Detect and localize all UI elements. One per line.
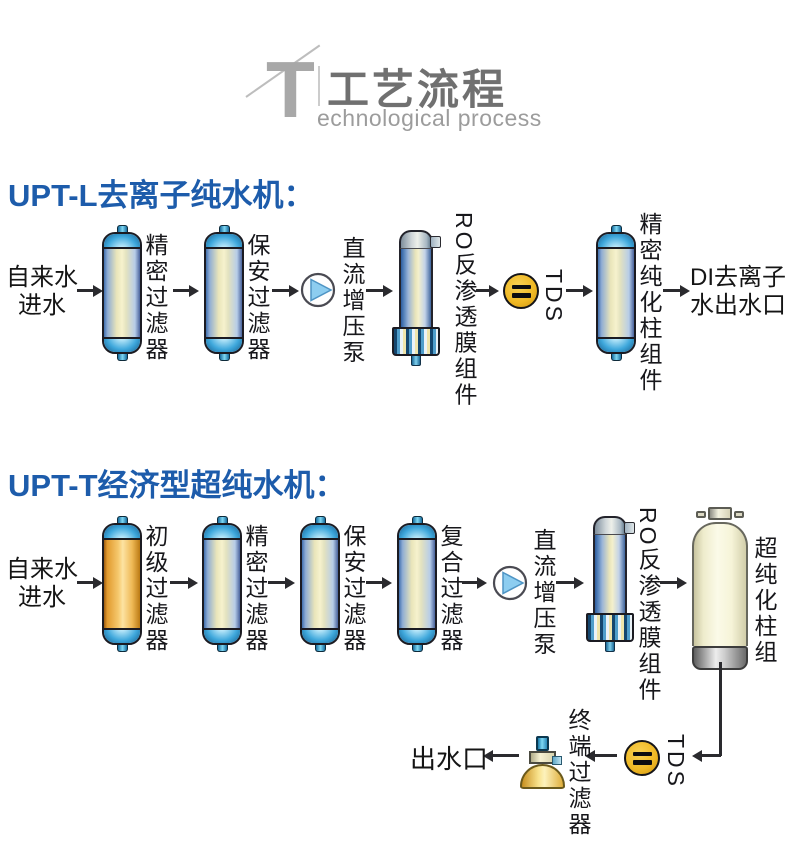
flow-arrow [595,754,617,757]
flow-arrow [268,581,285,584]
precision-filter-icon [102,225,142,361]
purifier-tank-icon [692,505,748,670]
tds-meter-icon [503,273,539,309]
tds-label: TDS [663,734,689,789]
composite-filter-icon [397,516,437,652]
flow-arrow [170,581,188,584]
connector-line [719,662,722,756]
flow2-output-label: 出水口 [409,744,488,774]
flow2-title: UPT-T经济型超纯水机： [8,468,346,503]
ro-membrane-label: RO反渗透膜组件 [451,212,477,409]
flow-arrow [272,289,289,292]
primary-filter-icon [102,516,142,652]
purifier-tank-label: 超纯化柱组 [751,536,777,666]
purifier-column-label: 精密纯化柱组件 [636,212,662,394]
flow-arrow [702,754,721,757]
flow-arrow [462,581,477,584]
ro-membrane-icon [586,516,635,652]
header-initial-letter: T [266,45,315,134]
tds-meter-icon [624,740,660,776]
flow-arrow [77,289,93,292]
precision-filter-label: 精密过滤器 [242,524,268,654]
flow-arrow [566,289,583,292]
page-subtitle: echnological process [317,105,542,131]
pump-icon [492,565,528,601]
flow-arrow [173,289,189,292]
precision-filter-icon [202,516,242,652]
tds-label: TDS [541,269,567,324]
composite-filter-label: 复合过滤器 [437,524,463,654]
primary-filter-label: 初级过滤器 [142,524,168,654]
purifier-column-icon [596,225,636,361]
flow-arrow [493,754,519,757]
terminal-filter-icon [520,736,565,789]
ro-membrane-label: RO反渗透膜组件 [635,507,661,704]
pump-label: 直流增压泵 [339,236,365,366]
security-filter-icon [300,516,340,652]
pump-label: 直流增压泵 [530,528,556,658]
flow2-input-label: 自来水 进水 [6,556,78,612]
flow1-output-label: DI去离子 水出水口 [690,264,786,320]
flow-arrow [556,581,574,584]
page-title: 工艺流程 [327,66,508,113]
flow-arrow [660,581,677,584]
pump-icon [300,272,336,308]
flow1-title: UPT-L去离子纯水机： [8,178,315,213]
header-divider-line [318,66,320,106]
flow-arrow [476,289,489,292]
flow-arrow [77,581,93,584]
flow-arrow [366,581,382,584]
flow-arrow [663,289,680,292]
precision-filter-label: 精密过滤器 [142,233,168,363]
security-filter-icon [204,225,244,361]
flow1-input-label: 自来水 进水 [6,264,78,320]
terminal-filter-label: 终端过滤器 [565,708,591,838]
security-filter-label: 保安过滤器 [340,524,366,654]
flow-arrow [366,289,383,292]
security-filter-label: 保安过滤器 [244,233,270,363]
ro-membrane-icon [392,230,441,366]
